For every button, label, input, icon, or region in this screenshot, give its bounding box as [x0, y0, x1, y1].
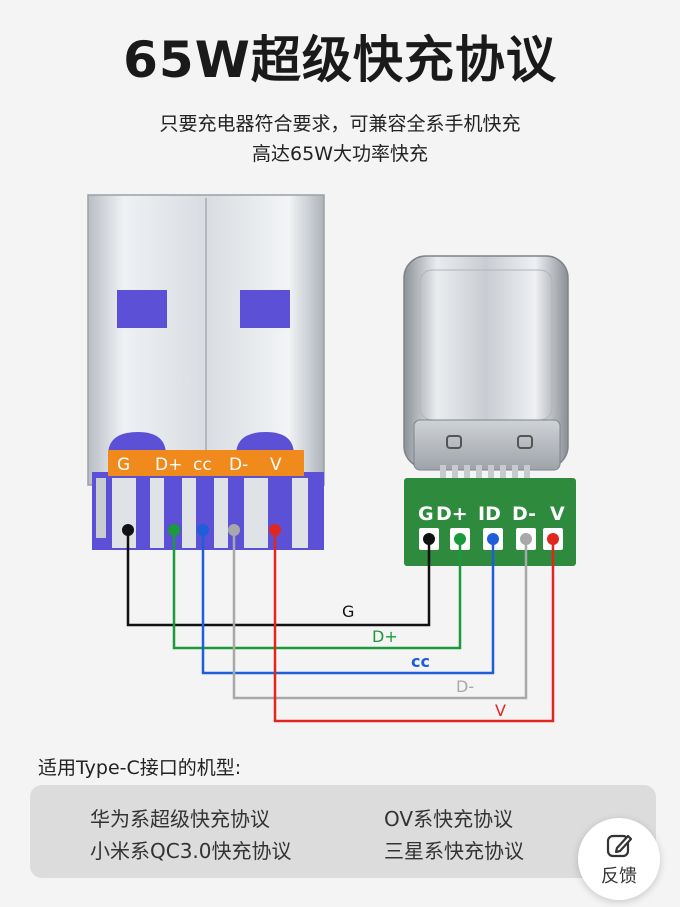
compat-heading: 适用Type-C接口的机型: [38, 757, 242, 779]
compat-item: 华为系超级快充协议 [90, 807, 270, 831]
usb-a-pin-label-v: V [270, 455, 282, 475]
wire-g [126, 530, 431, 627]
page-title: 65W超级快充协议 [123, 31, 557, 89]
compat-item: 三星系快充协议 [384, 839, 524, 863]
compat-item: 小米系QC3.0快充协议 [90, 839, 292, 863]
usb-c-pin-label-id: ID [478, 503, 501, 525]
usb-c-pin-label-g: G [418, 503, 434, 525]
wire-label-v: V [495, 701, 506, 720]
wire-label-dminus: D- [456, 677, 474, 696]
usb-a-window-left [117, 290, 167, 328]
usb-a-pin-label-cc: cc [193, 455, 212, 475]
usb-c-connector: G D+ ID D- V [403, 255, 576, 566]
wire-label-g: G [342, 602, 354, 621]
usb-a-window-right [240, 290, 290, 328]
wire-dplus [172, 530, 462, 650]
wire-cc [201, 530, 495, 675]
feedback-button[interactable]: 反馈 [578, 818, 660, 900]
compat-item: OV系快充协议 [384, 807, 514, 831]
usb-c-pin-label-v: V [550, 503, 565, 525]
usb-a-pin-label-g: G [117, 455, 130, 475]
usb-c-pin-label-dplus: D+ [436, 503, 468, 525]
usb-c-pin-label-dminus: D- [512, 503, 536, 525]
wire-label-cc: cc [411, 652, 430, 671]
usb-a-connector: G D+ cc D- V [87, 194, 325, 550]
usb-a-pin-label-bar [108, 450, 304, 476]
wire-dminus [232, 530, 528, 700]
subtitle-line-1: 只要充电器符合要求，可兼容全系手机快充 [159, 113, 521, 135]
compat-box [30, 785, 656, 878]
usb-a-pin-label-dminus: D- [229, 455, 248, 475]
usb-a-pin-label-dplus: D+ [155, 455, 182, 475]
subtitle-line-2: 高达65W大功率快充 [252, 143, 428, 165]
wire-v [273, 530, 555, 723]
edit-icon [606, 834, 633, 858]
wire-label-dplus: D+ [372, 627, 398, 646]
feedback-label: 反馈 [601, 866, 637, 887]
